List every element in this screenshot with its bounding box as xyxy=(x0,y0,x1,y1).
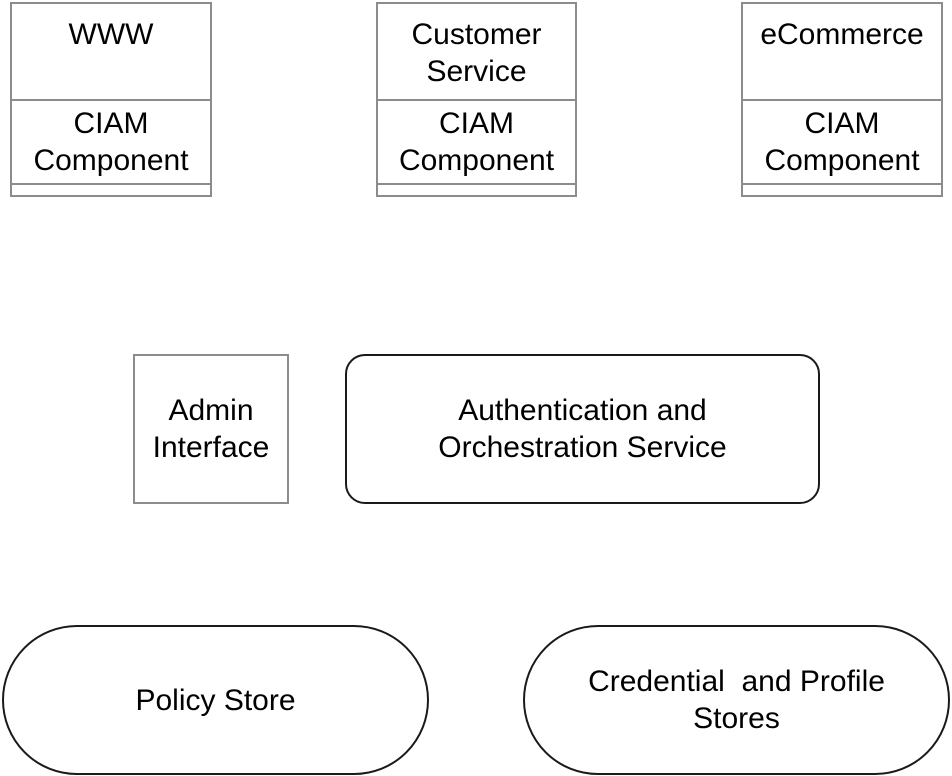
policy-store-box: Policy Store xyxy=(2,625,429,775)
www-ciam-component: CIAM Component xyxy=(12,99,210,185)
credential-profile-stores-box: Credential and Profile Stores xyxy=(523,625,950,775)
credential-profile-stores-label: Credential and Profile Stores xyxy=(588,665,885,735)
auth-orchestration-service-label: Authentication and Orchestration Service xyxy=(438,394,727,464)
customer-service-app-box: Customer Service CIAM Component xyxy=(376,2,577,197)
ecommerce-app-title: eCommerce xyxy=(760,18,924,51)
www-app-title: WWW xyxy=(68,18,154,51)
www-app-box: WWW CIAM Component xyxy=(10,2,212,197)
ecommerce-app-box: eCommerce CIAM Component xyxy=(741,2,943,197)
admin-interface-label: Admin Interface xyxy=(152,394,270,464)
admin-interface-box: Admin Interface xyxy=(133,354,289,504)
ecommerce-ciam-component: CIAM Component xyxy=(743,99,941,185)
policy-store-label: Policy Store xyxy=(135,683,296,717)
customer-service-app-title: Customer Service xyxy=(411,18,542,88)
auth-orchestration-service-box: Authentication and Orchestration Service xyxy=(345,354,820,504)
customer-service-ciam-component: CIAM Component xyxy=(378,99,575,185)
